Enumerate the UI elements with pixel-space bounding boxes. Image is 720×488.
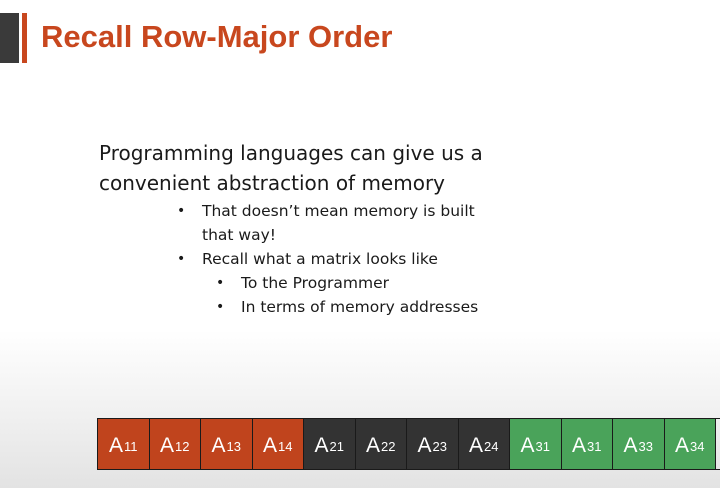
cell-base: A (263, 434, 278, 457)
bullet-icon: • (177, 203, 186, 219)
cell-subscript: 21 (329, 438, 344, 454)
cell-subscript: 31 (535, 438, 550, 454)
cell-base: A (520, 434, 535, 457)
cell-subscript: 33 (638, 438, 653, 454)
cell-subscript: 22 (381, 438, 396, 454)
cell-base: A (314, 434, 329, 457)
bullet-text: In terms of memory addresses (241, 298, 479, 316)
bullet-text: Recall what a matrix looks like (202, 250, 438, 268)
cell-base: A (211, 434, 226, 457)
title-tab-decoration (0, 13, 19, 63)
cell-base: A (108, 434, 123, 457)
cell-subscript: 12 (175, 438, 190, 454)
bullet-text: That doesn’t mean memory is built that w… (202, 202, 475, 244)
cell-subscript: 34 (690, 438, 705, 454)
cell-subscript: 24 (484, 438, 499, 454)
bullet-item: • That doesn’t mean memory is built that… (0, 199, 502, 247)
cell-base: A (675, 434, 690, 457)
cell-base: A (160, 434, 175, 457)
cell-subscript: 11 (124, 438, 138, 454)
bullet-icon: • (216, 299, 225, 315)
bullet-list: • That doesn’t mean memory is built that… (0, 199, 720, 319)
cell-subscript: 13 (226, 438, 241, 454)
cell-subscript: 14 (278, 438, 293, 454)
cell-base: A (417, 434, 432, 457)
slide-title: Recall Row-Major Order (41, 19, 393, 54)
sub-bullet-item: • To the Programmer (0, 271, 720, 295)
cell-base: A (572, 434, 587, 457)
cell-subscript: 31 (587, 438, 602, 454)
bullet-text: To the Programmer (241, 274, 390, 292)
sub-bullet-item: • In terms of memory addresses (0, 295, 720, 319)
cell-base: A (469, 434, 484, 457)
bullet-item: • Recall what a matrix looks like (0, 247, 502, 271)
cell-subscript: 23 (432, 438, 447, 454)
title-accent-bar (22, 13, 27, 63)
cell-base: A (366, 434, 381, 457)
cell-base: A (623, 434, 638, 457)
intro-text: Programming languages can give us a conv… (99, 141, 483, 195)
bullet-icon: • (216, 275, 225, 291)
bullet-icon: • (177, 251, 186, 267)
